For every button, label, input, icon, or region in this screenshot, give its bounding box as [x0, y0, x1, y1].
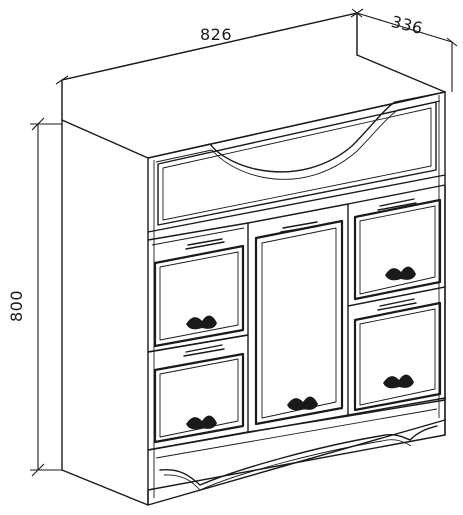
drawer-handle-icon[interactable] — [377, 198, 417, 211]
height-label: 800 — [7, 290, 26, 322]
center-door[interactable] — [247, 203, 349, 433]
drawer-right-top[interactable] — [347, 184, 446, 307]
height-dimension — [30, 117, 62, 477]
drawer-right-bottom[interactable] — [347, 286, 446, 417]
plinth — [147, 397, 446, 506]
drawer-left-top[interactable] — [147, 222, 249, 353]
drawer-handle-icon[interactable] — [377, 298, 417, 311]
sink-cutout — [147, 91, 446, 180]
ornament-icon — [186, 415, 217, 430]
door-handle-icon[interactable] — [280, 221, 320, 233]
depth-dimension — [351, 8, 458, 92]
ornament-icon — [385, 266, 416, 281]
ornament-icon — [287, 396, 318, 411]
open-shelf — [147, 101, 446, 233]
drawer-handle-icon[interactable] — [183, 344, 225, 357]
ornament-icon — [383, 374, 414, 389]
ornament-icon — [186, 315, 217, 330]
drawer-handle-icon[interactable] — [185, 238, 225, 250]
width-label: 826 — [200, 25, 232, 44]
depth-label: 336 — [389, 12, 425, 38]
drawer-left-bottom[interactable] — [147, 334, 249, 451]
